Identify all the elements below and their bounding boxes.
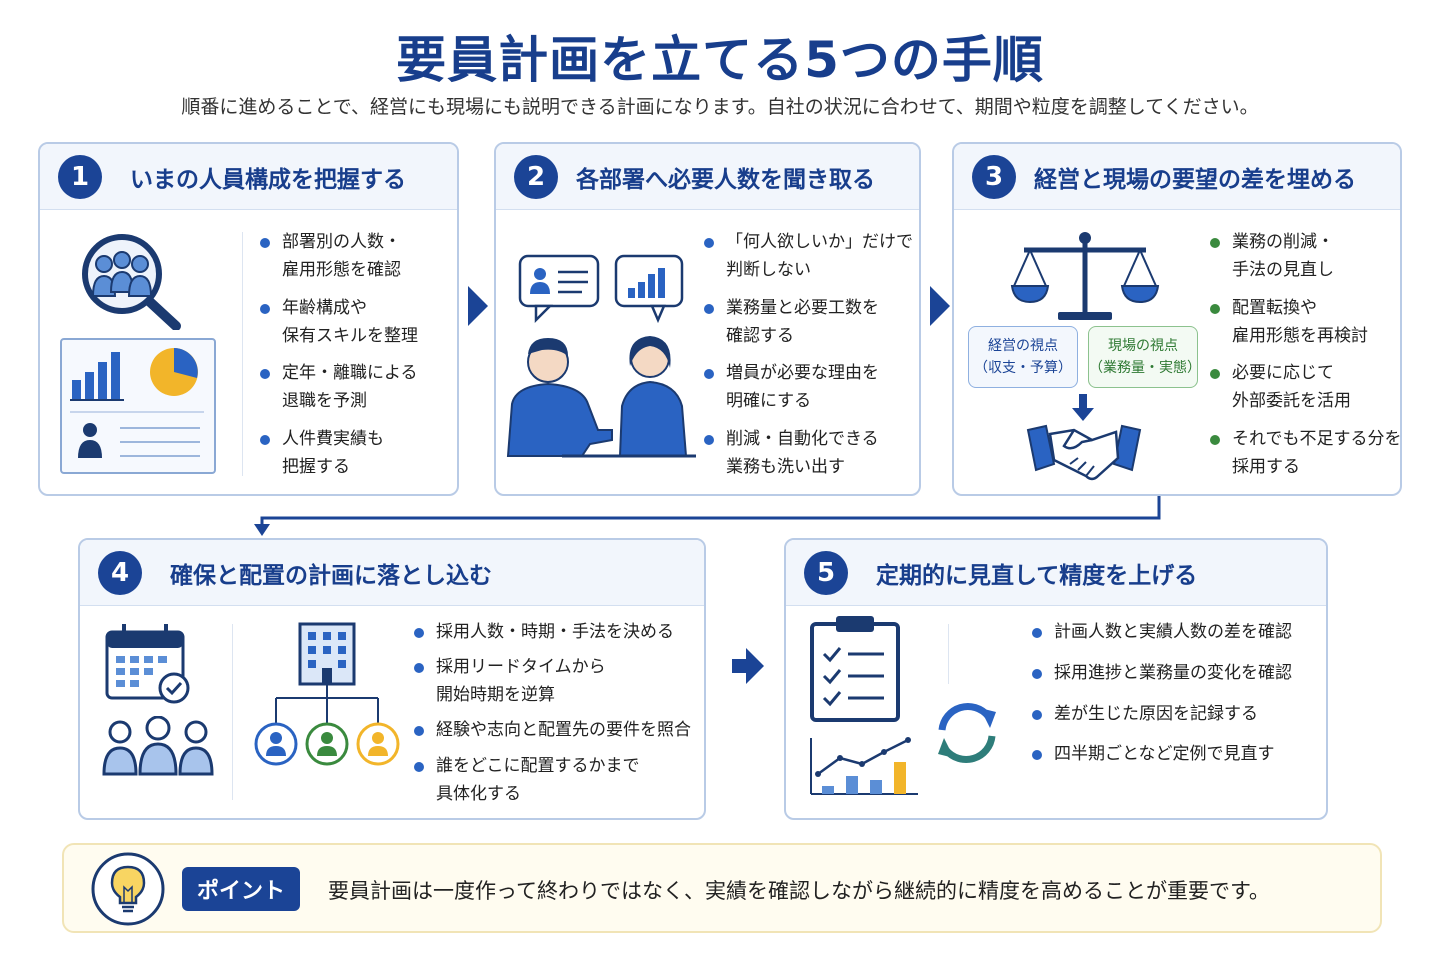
bullet-item: 年齢構成や [260,294,367,322]
divider [242,232,243,476]
arrow-right-icon [732,648,764,684]
bullet-item-cont: 明確にする [726,391,812,411]
step-4-card: 4 確保と配置の計画に落とし込む [78,538,706,820]
step-title: 定期的に見直して精度を上げる [876,562,1198,589]
step-title: 各部署へ必要人数を聞き取る [576,166,875,193]
step-4-bullets: 採用人数・時期・手法を決める 採用リードタイムから 開始時期を逆算 経験や志向と… [414,618,704,808]
connector-arrow [254,496,1161,536]
step-title: いまの人員構成を把握する [130,166,406,193]
step-5-card: 5 定期的に見直して精度を上げる 計画人数と実績人数の差を確認 採用進捗と業務量… [784,538,1328,820]
bullet-item-cont: 退職を予測 [282,391,367,411]
badge-line: （収支・予算） [974,360,1072,376]
step-5-header: 5 定期的に見直して精度を上げる [786,540,1326,606]
bullet-item: 差が生じた原因を記録する [1032,700,1258,728]
bullet-item-cont: 保有スキルを整理 [282,326,418,346]
bullet-item: 「何人欲しいか」だけで [704,228,913,256]
balance-scale-icon [1010,232,1160,320]
bullet-item-cont: 判断しない [726,260,811,280]
bullet-item: 経験や志向と配置先の要件を照合 [414,716,691,744]
divider [232,624,233,800]
step-number: 3 [972,154,1016,199]
magnifier-people-icon [82,234,181,330]
bullet-item-cont: 採用する [1232,457,1300,477]
org-building-icon [254,622,400,766]
refresh-cycle-icon [938,703,996,763]
point-label: ポイント [182,867,300,911]
bullet-item-cont: 雇用形態を再検討 [1232,326,1368,346]
bullet-item: 部署別の人数・ [260,228,401,256]
badge-line: （業務量・実態） [1089,360,1201,376]
step-2-card: 2 各部署へ必要人数を聞き取る 「何人欲しいか」だけで 判断しない 業務量と必要… [494,142,921,496]
bullet-item: 必要に応じて [1210,359,1334,387]
step-1-bullets: 部署別の人数・ 雇用形態を確認 年齢構成や 保有スキルを整理 定年・離職による … [260,228,456,478]
point-text: 要員計画は一度作って終わりではなく、実績を確認しながら継続的に精度を高めることが… [328,879,1270,903]
bullet-item-cont: 開始時期を逆算 [436,685,555,705]
step-number: 1 [58,154,102,199]
step-5-bullets: 計画人数と実績人数の差を確認 採用進捗と業務量の変化を確認 差が生じた原因を記録… [1032,618,1322,778]
step-2-header: 2 各部署へ必要人数を聞き取る [496,144,919,210]
bullet-item-cont: 具体化する [436,784,521,804]
step-title: 確保と配置の計画に落とし込む [170,562,492,589]
bullet-item: 誰をどこに配置するかまで [414,752,640,780]
lightbulb-icon [91,852,165,926]
dashboard-report-icon [60,338,216,474]
step-3-header: 3 経営と現場の要望の差を埋める [954,144,1400,210]
arrow-down-icon [1072,394,1094,421]
step-number: 2 [514,154,558,199]
page-subtitle: 順番に進めることで、経営にも現場にも説明できる計画になります。自社の状況に合わせ… [181,96,1259,118]
bullet-item-cont: 外部委託を活用 [1232,391,1351,411]
bullet-item: 人件費実績も [260,425,384,453]
arrow-right-icon [468,286,488,326]
bullet-item: 削減・自動化できる [704,425,879,453]
step-title: 経営と現場の要望の差を埋める [1034,166,1356,193]
bullet-item: 業務の削減・ [1210,228,1334,256]
bullet-item-cont: 業務も洗い出す [726,457,845,477]
badge-line: 経営の視点 [988,338,1058,354]
field-viewpoint-badge: 現場の視点 （業務量・実態） [1088,326,1201,388]
step-3-card: 3 経営と現場の要望の差を埋める 経営の視点 （収支・予算） 現場の視点 （業務… [952,142,1402,496]
bullet-item: それでも不足する分を [1210,425,1400,453]
handshake-icon [1026,424,1142,481]
bullet-item: 業務量と必要工数を [704,294,879,322]
bullet-item: 配置転換や [1210,294,1317,322]
bullet-item: 採用人数・時期・手法を決める [414,618,674,646]
bullet-item: 四半期ごとなど定例で見直す [1032,740,1275,768]
clipboard-checklist-icon [810,616,900,722]
bullet-item-cont: 把握する [282,457,350,477]
bullet-item: 採用リードタイムから [414,653,606,681]
badge-line: 現場の視点 [1108,338,1178,354]
step-number: 5 [804,550,848,595]
page-title: 要員計画を立てる5つの手順 [396,31,1044,89]
bullet-item-cont: 確認する [726,326,794,346]
team-people-icon [102,716,214,776]
bullet-item: 定年・離職による [260,359,418,387]
step-1-card: 1 いまの人員構成を把握する 部署別の人数・ 雇用形態を確認 年齢構成や 保有ス… [38,142,459,496]
point-banner: ポイント 要員計画は一度作って終わりではなく、実績を確認しながら継続的に精度を高… [62,843,1382,933]
step-1-header: 1 いまの人員構成を把握する [40,144,457,210]
bullet-item: 増員が必要な理由を [704,359,879,387]
step-2-bullets: 「何人欲しいか」だけで 判断しない 業務量と必要工数を 確認する 増員が必要な理… [704,228,918,478]
exec-viewpoint-badge: 経営の視点 （収支・予算） [968,326,1078,388]
calendar-check-icon [105,624,190,704]
divider [948,624,949,684]
interview-meeting-icon [506,254,696,458]
bullet-item: 計画人数と実績人数の差を確認 [1032,618,1292,646]
step-3-bullets: 業務の削減・ 手法の見直し 配置転換や 雇用形態を再検討 必要に応じて 外部委託… [1210,228,1400,478]
arrow-right-icon [930,286,950,326]
step-4-header: 4 確保と配置の計画に落とし込む [80,540,704,606]
bullet-item: 採用進捗と業務量の変化を確認 [1032,659,1292,687]
bullet-item-cont: 手法の見直し [1232,260,1334,280]
bullet-item-cont: 雇用形態を確認 [282,260,401,280]
step-number: 4 [98,550,142,595]
trend-chart-icon [810,737,918,795]
